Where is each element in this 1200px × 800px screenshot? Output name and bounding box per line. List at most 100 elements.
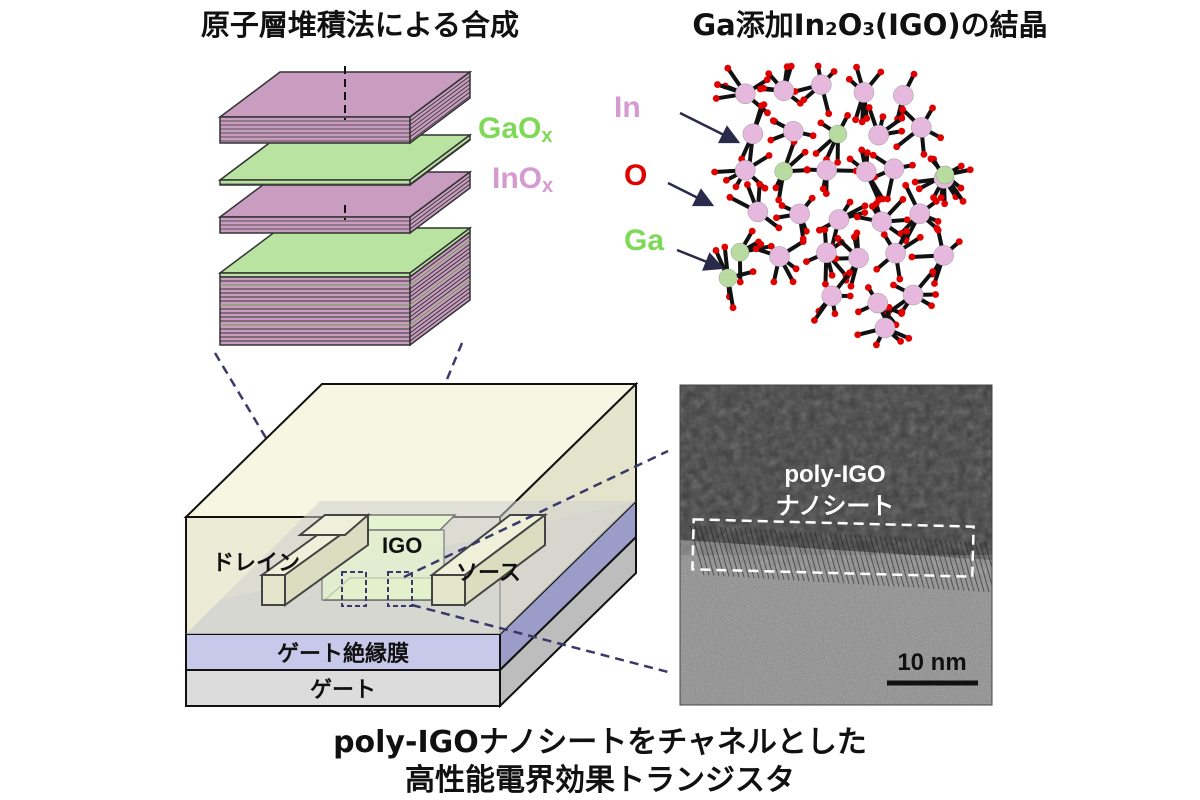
lattice-fringe — [869, 535, 885, 586]
indium-atom — [742, 123, 764, 145]
oxygen-atom — [775, 224, 783, 232]
oxygen-atom — [722, 176, 730, 184]
oxygen-atom — [915, 185, 923, 193]
lattice-fringe — [864, 535, 880, 586]
indium-atom — [816, 159, 837, 181]
oxygen-atom — [711, 168, 718, 176]
oxygen-atom — [955, 238, 963, 246]
oxygen-atom — [767, 136, 775, 144]
lattice-fringe — [854, 534, 870, 586]
oxygen-atom — [905, 334, 913, 342]
right-title-mid: O — [838, 8, 863, 42]
lattice-fringe — [839, 533, 855, 585]
oxygen-atom — [899, 196, 907, 203]
in-arrow — [679, 111, 741, 144]
oxygen-atom — [765, 70, 773, 78]
lattice-fringe — [914, 538, 930, 589]
oxygen-atom — [861, 209, 869, 216]
lattice-fringe — [709, 526, 725, 577]
oxygen-atom — [927, 155, 935, 163]
oxygen-atom — [908, 253, 916, 261]
lattice-fringe — [954, 540, 970, 592]
lattice-fringe — [834, 533, 850, 584]
drain-front — [261, 574, 286, 606]
oxygen-atom — [729, 304, 737, 312]
oxygen-atom — [811, 317, 818, 324]
oxygen-atom — [761, 184, 769, 192]
lattice-fringe — [814, 532, 830, 583]
oxygen-atom — [763, 76, 771, 84]
oxygen-atom — [854, 331, 862, 339]
oxygen-atom — [732, 183, 740, 191]
oxygen-atom — [863, 149, 871, 157]
lattice-fringe — [714, 526, 730, 577]
lattice-fringe — [694, 525, 710, 576]
zoom-line-tem-top — [403, 449, 669, 579]
gate-label: ゲート — [310, 678, 376, 703]
oxygen-atom — [957, 162, 965, 170]
oxygen-atom — [815, 226, 823, 234]
lattice-fringe — [859, 535, 875, 586]
oxygen-atom — [863, 115, 871, 122]
indium-atom — [855, 161, 877, 182]
indium-atom — [885, 242, 906, 264]
caption-line1: poly-IGOナノシートをチャネルとした — [333, 725, 867, 760]
tem-image — [680, 385, 992, 705]
scale-bar-label: 10 nm — [897, 649, 966, 676]
oxygen-atom — [929, 268, 937, 276]
inox-plate-top-sublayer-line — [409, 75, 471, 122]
oxygen-atom — [844, 112, 852, 119]
oxygen-atom — [852, 116, 859, 124]
oxygen-atom — [764, 109, 771, 117]
indium-atom — [769, 246, 790, 267]
oxygen-atom — [830, 68, 838, 75]
lattice-fringe — [944, 540, 960, 591]
lattice-fringe — [984, 542, 992, 570]
oxygen-atom — [869, 151, 877, 159]
oxygen-atom — [756, 180, 764, 188]
drain-top-back — [297, 514, 371, 536]
oxygen-atom — [897, 337, 904, 345]
tem-label-line2: ナノシート — [776, 492, 895, 520]
indium-atom — [735, 159, 756, 181]
gallium-atom — [828, 124, 848, 144]
oxygen-atom — [749, 268, 757, 276]
tem-border — [679, 384, 993, 706]
gallium-atom — [730, 242, 750, 262]
oxygen-atom — [941, 200, 949, 208]
oxygen-atom — [821, 226, 829, 234]
lattice-fringe — [969, 541, 985, 592]
oxygen-atom — [898, 127, 906, 135]
indium-atom — [893, 85, 914, 106]
oxygen-atom — [932, 197, 940, 205]
lattice-fringe — [949, 540, 965, 591]
oxygen-atom — [846, 269, 854, 277]
multilayer-line — [409, 247, 471, 294]
oxygen-atom — [928, 302, 935, 310]
lattice-fringe — [924, 538, 940, 590]
ga-atom-label: Ga — [624, 224, 664, 257]
oxygen-atom — [932, 291, 940, 298]
lattice-fringe — [824, 532, 840, 584]
oxygen-atom — [772, 184, 780, 192]
oxygen-atom — [909, 161, 916, 169]
multilayer-line — [409, 295, 471, 342]
oxygen-atom — [858, 146, 866, 154]
nanosheet-highlight-box — [691, 518, 975, 578]
lattice-fringe — [799, 531, 815, 582]
oxygen-atom — [757, 240, 765, 248]
inox-plate-top-sublayer-line — [409, 91, 471, 138]
multilayer-line — [409, 275, 471, 322]
source-front — [431, 574, 466, 606]
lattice-fringe — [734, 527, 750, 578]
oxygen-atom — [834, 235, 842, 242]
lattice-fringe — [704, 525, 720, 577]
oxygen-atom — [884, 195, 891, 203]
indium-atom — [811, 74, 832, 95]
oxygen-atom — [873, 265, 881, 273]
oxygen-atom — [937, 134, 945, 142]
tem-label-line1: poly-IGO — [784, 461, 885, 488]
inox-plate-middle-sublayer-line — [409, 183, 471, 230]
multilayer-side — [409, 230, 471, 347]
